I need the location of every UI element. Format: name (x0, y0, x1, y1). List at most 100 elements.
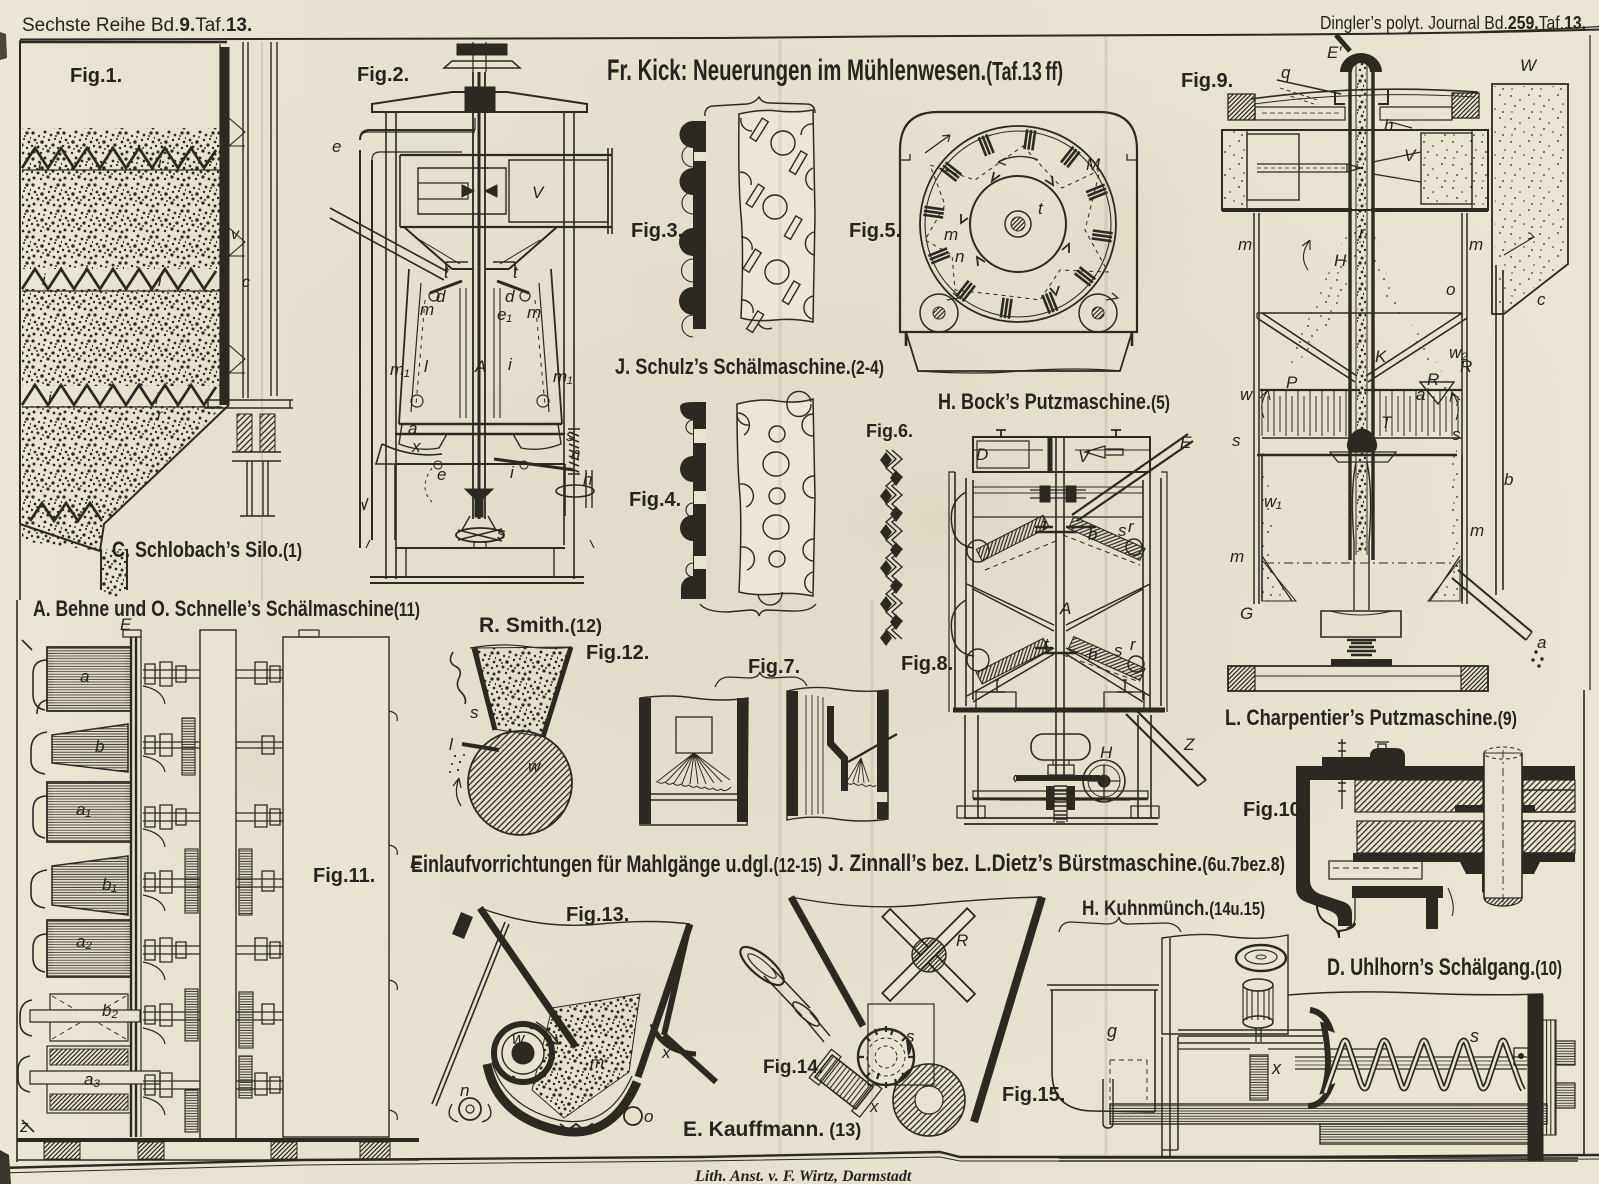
svg-text:Fig.5.: Fig.5. (849, 220, 901, 242)
svg-text:s: s (906, 1027, 915, 1046)
svg-text:b: b (1088, 645, 1097, 664)
svg-text:A: A (1059, 599, 1071, 618)
svg-text:s: s (1452, 425, 1461, 444)
svg-text:Fig.2.: Fig.2. (357, 64, 409, 86)
svg-text:Fig.6.: Fig.6. (866, 421, 913, 441)
svg-text:n: n (955, 247, 964, 266)
svg-text:e: e (332, 137, 341, 156)
svg-text:c: c (242, 274, 250, 291)
svg-text:D. Uhlhorn’s Schälgang.(10): D. Uhlhorn’s Schälgang.(10) (1327, 954, 1562, 981)
svg-text:A: A (474, 357, 486, 376)
svg-text:w₁: w₁ (1264, 492, 1282, 511)
svg-text:a₃: a₃ (84, 1070, 100, 1089)
svg-text:h: h (583, 470, 592, 489)
svg-text:m₁: m₁ (553, 367, 573, 386)
svg-text:i: i (510, 463, 515, 482)
svg-text:Fig.14.: Fig.14. (763, 1057, 823, 1078)
svg-text:x: x (661, 1043, 671, 1062)
svg-text:Fig.10.: Fig.10. (1243, 799, 1306, 821)
svg-text:Fig.4.: Fig.4. (629, 489, 681, 511)
svg-text:a: a (1537, 633, 1546, 652)
svg-text:e: e (437, 465, 446, 484)
svg-text:Fig.12.: Fig.12. (586, 642, 649, 664)
svg-text:m: m (1470, 521, 1484, 540)
svg-text:Lith. Anst. v. F. Wirtz, Darms: Lith. Anst. v. F. Wirtz, Darmstadt (694, 1168, 912, 1184)
svg-text:Z: Z (1183, 735, 1195, 754)
svg-text:w: w (1240, 385, 1254, 404)
svg-text:t: t (444, 263, 450, 282)
svg-text:c: c (1537, 290, 1546, 309)
svg-text:v: v (231, 226, 240, 243)
svg-text:m: m (1469, 235, 1483, 254)
svg-text:Fig.9.: Fig.9. (1181, 70, 1233, 92)
svg-text:l: l (424, 357, 429, 376)
svg-text:i: i (48, 390, 52, 407)
svg-text:T: T (1381, 413, 1393, 432)
svg-text:w₂: w₂ (1449, 343, 1468, 362)
svg-text:m₁: m₁ (390, 360, 410, 379)
svg-text:Fig.1.: Fig.1. (70, 65, 122, 87)
svg-text:Fig.3.: Fig.3. (631, 220, 683, 242)
svg-text:m: m (1238, 235, 1252, 254)
svg-text:Fig.11.: Fig.11. (313, 865, 375, 887)
svg-text:J. Schulz’s Schälmaschine.(2-: J. Schulz’s Schälmaschine.(2-4) (615, 354, 884, 379)
svg-text:m: m (420, 300, 434, 319)
svg-text:H. Kuhnmünch.(14u.15): H. Kuhnmünch.(14u.15) (1082, 897, 1265, 920)
svg-text:M: M (1086, 155, 1101, 174)
svg-text:t: t (1044, 635, 1050, 654)
svg-text:o: o (1446, 280, 1455, 299)
svg-text:A. Behne und O. Schnelle’s Sch: A. Behne und O. Schnelle’s Schälmaschine… (33, 596, 420, 621)
svg-text:m: m (590, 1053, 604, 1072)
svg-text:J. Zinnall’s bez. L.Dietz’s Bü: J. Zinnall’s bez. L.Dietz’s Bürstmaschin… (828, 850, 1285, 877)
svg-text:b: b (95, 737, 104, 756)
svg-text:G: G (1240, 604, 1253, 623)
svg-text:r: r (1128, 517, 1135, 536)
svg-text:w: w (528, 757, 542, 776)
svg-text:H: H (1100, 743, 1113, 762)
svg-text:n: n (571, 444, 580, 463)
svg-text:t: t (1042, 515, 1048, 534)
svg-text:i: i (508, 355, 513, 374)
svg-text:R: R (1460, 357, 1472, 376)
svg-text:w: w (512, 1029, 526, 1048)
svg-text:t: t (1038, 199, 1044, 218)
svg-text:m: m (944, 225, 958, 244)
svg-text:Fig.8.: Fig.8. (901, 653, 953, 675)
svg-text:a: a (408, 419, 417, 438)
svg-text:r: r (1130, 635, 1137, 654)
svg-text:K: K (1375, 347, 1387, 366)
svg-text:a′: a′ (1416, 385, 1429, 404)
svg-text:i: i (158, 155, 162, 172)
svg-text:s: s (1114, 641, 1123, 660)
svg-text:q: q (1281, 63, 1291, 82)
svg-text:s: s (566, 426, 575, 445)
svg-text:m: m (527, 303, 541, 322)
svg-text:x: x (411, 437, 421, 456)
svg-text:Sechste Reihe Bd.9.Taf.13.: Sechste Reihe Bd.9.Taf.13. (22, 15, 252, 36)
svg-text:b₁: b₁ (102, 875, 117, 894)
svg-text:H. Bock’s Putzmaschine.(5): H. Bock’s Putzmaschine.(5) (938, 389, 1170, 414)
svg-text:Fig.15.: Fig.15. (1002, 1084, 1065, 1106)
svg-text:W: W (1520, 56, 1538, 75)
svg-text:s: s (1470, 1026, 1479, 1046)
svg-text:g: g (1107, 1021, 1117, 1041)
svg-text:a₂: a₂ (76, 932, 92, 951)
svg-text:R. Smith.(12): R. Smith.(12) (479, 614, 602, 637)
svg-text:x: x (1271, 1058, 1282, 1078)
svg-text:b₂: b₂ (102, 1001, 118, 1020)
svg-text:b: b (1504, 470, 1513, 489)
svg-text:H: H (1334, 251, 1347, 270)
svg-text:Fig.13.: Fig.13. (566, 904, 629, 926)
svg-text:P: P (1286, 373, 1298, 392)
svg-text:L. Charpentier’s Putzmaschine: L. Charpentier’s Putzmaschine.(9) (1225, 705, 1517, 730)
svg-text:r: r (157, 407, 163, 424)
svg-text:Fig.7.: Fig.7. (748, 656, 800, 678)
svg-text:E′: E′ (1327, 43, 1342, 62)
svg-text:i: i (42, 272, 46, 289)
svg-text:i: i (158, 273, 162, 290)
svg-text:l: l (449, 735, 454, 754)
svg-text:s: s (1118, 521, 1127, 540)
svg-text:i: i (38, 157, 42, 174)
svg-text:R: R (956, 931, 968, 950)
svg-text:a₁: a₁ (76, 800, 91, 819)
